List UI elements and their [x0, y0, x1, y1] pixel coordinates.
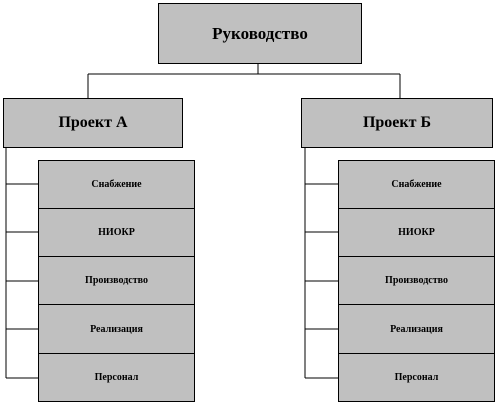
project-a-unit-4: Реализация	[38, 304, 195, 354]
unit-label: Снабжение	[391, 179, 442, 190]
root-label: Руководство	[212, 23, 308, 43]
unit-label: НИОКР	[98, 227, 135, 238]
project-b-label: Проект Б	[362, 114, 432, 131]
project-a-unit-1: Снабжение	[38, 160, 195, 209]
unit-label: Реализация	[90, 323, 143, 335]
unit-label: Реализация	[390, 323, 443, 335]
unit-label: Персонал	[94, 372, 139, 383]
project-b-unit-5: Персонал	[338, 353, 495, 402]
unit-label: НИОКР	[398, 227, 435, 238]
root-box: Руководство	[158, 3, 362, 64]
unit-label: Производство	[85, 275, 148, 286]
project-a-unit-5: Персонал	[38, 353, 195, 402]
project-a-unit-3: Производство	[38, 256, 195, 305]
project-b-box: Проект Б	[301, 98, 493, 148]
project-a-label: Проект А	[58, 114, 128, 131]
project-a-box: Проект А	[3, 98, 183, 148]
project-b-unit-2: НИОКР	[338, 208, 495, 257]
unit-label: Производство	[385, 275, 448, 286]
project-b-unit-1: Снабжение	[338, 160, 495, 209]
project-b-unit-3: Производство	[338, 256, 495, 305]
project-b-unit-4: Реализация	[338, 304, 495, 354]
unit-label: Персонал	[394, 372, 439, 383]
project-a-unit-2: НИОКР	[38, 208, 195, 257]
unit-label: Снабжение	[91, 179, 142, 190]
